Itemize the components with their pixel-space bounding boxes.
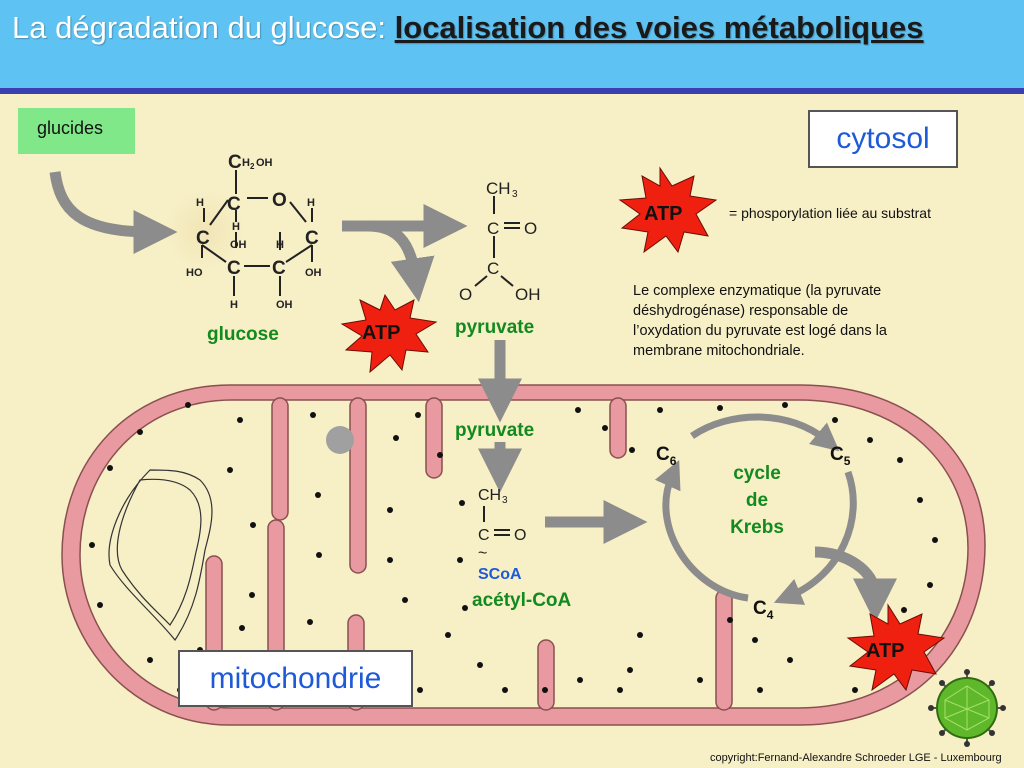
- cytosol-box: cytosol: [808, 110, 958, 168]
- c4-label: C4: [753, 598, 773, 622]
- c6-label: C6: [656, 444, 676, 468]
- mitochondrie-box: mitochondrie: [178, 650, 413, 707]
- svg-text:C: C: [478, 527, 490, 544]
- svg-text:3: 3: [512, 189, 518, 200]
- atp-star-icon: [340, 293, 438, 374]
- granule: [326, 426, 354, 454]
- mitochondrion-matrix: [79, 399, 969, 709]
- c6-letter: C: [656, 444, 670, 465]
- mitochondrial-dna: [108, 469, 213, 642]
- svg-text:3: 3: [502, 495, 508, 506]
- c5-label: C5: [830, 444, 850, 468]
- title-part2: localisation des voies métaboliques: [394, 10, 924, 45]
- svg-text:O: O: [524, 219, 537, 238]
- svg-text:CH: CH: [478, 487, 501, 504]
- krebs-arc-right: [773, 470, 857, 605]
- c5-letter: C: [830, 444, 844, 465]
- pyruvate-mito-label: pyruvate: [455, 420, 535, 441]
- svg-text:C: C: [227, 194, 241, 215]
- arrow-to-atp-glycolysis: [367, 220, 435, 303]
- enzyme-note: Le complexe enzymatique (la pyruvate dés…: [633, 281, 963, 361]
- svg-text:HO: HO: [186, 267, 203, 279]
- arrow-krebs-to-atp: [814, 546, 897, 623]
- pathway-arrows: [49, 171, 897, 623]
- svg-text:OH: OH: [256, 157, 273, 169]
- enzyme-note-line-4: membrane mitochondriale.: [633, 343, 805, 359]
- enzyme-note-line-1: Le complexe enzymatique (la pyruvate: [633, 283, 882, 299]
- svg-text:C: C: [228, 152, 242, 173]
- krebs-cycle-label: cycle de Krebs: [722, 460, 792, 541]
- svg-text:O: O: [459, 285, 472, 304]
- svg-text:O: O: [272, 190, 287, 211]
- enzyme-note-line-3: l’oxydation du pyruvate est logé dans la: [633, 323, 887, 339]
- atp-label-glycolysis: ATP: [362, 322, 401, 344]
- svg-text:H: H: [276, 239, 284, 251]
- c6-subscript: 6: [669, 453, 677, 468]
- svg-text:H: H: [230, 299, 238, 311]
- svg-text:H: H: [232, 221, 240, 233]
- svg-text:H: H: [242, 157, 250, 169]
- atp-star-icon: [618, 166, 718, 254]
- atp-label-krebs: ATP: [866, 640, 905, 662]
- acetyl-coa-bonds: [483, 506, 510, 536]
- pyruvate-structure-bonds: [474, 196, 520, 287]
- svg-text:H: H: [196, 197, 204, 209]
- title-bar: La dégradation du glucose: localisation …: [0, 0, 1024, 94]
- glucides-box: glucides: [18, 108, 135, 154]
- svg-text:O: O: [514, 527, 526, 544]
- svg-text:OH: OH: [230, 239, 247, 251]
- c5-subscript: 5: [843, 453, 851, 468]
- svg-text:C: C: [487, 259, 499, 278]
- krebs-cycle-ring: [654, 413, 857, 605]
- cristae: [205, 397, 733, 711]
- atp-legend-text: = phosporylation liée au substrat: [729, 205, 931, 221]
- title-part1: La dégradation du glucose:: [12, 10, 395, 45]
- svg-text:C: C: [305, 228, 319, 249]
- svg-text:OH: OH: [305, 267, 322, 279]
- acetyl-coa-label: acétyl-CoA: [472, 590, 572, 611]
- krebs-line-de: de: [745, 490, 769, 511]
- cytosol-label: cytosol: [836, 122, 930, 155]
- slide-title: La dégradation du glucose: localisation …: [12, 8, 1012, 48]
- glucides-label: glucides: [37, 118, 104, 138]
- mitochondrie-label: mitochondrie: [209, 662, 382, 695]
- c4-subscript: 4: [766, 607, 774, 622]
- svg-text:C: C: [196, 228, 210, 249]
- pyruvate-cytosol-label: pyruvate: [455, 317, 535, 338]
- svg-text:H: H: [307, 197, 315, 209]
- svg-text:C: C: [227, 258, 241, 279]
- svg-text:OH: OH: [276, 299, 293, 311]
- svg-text:CH: CH: [486, 179, 511, 198]
- glucose-label: glucose: [207, 324, 279, 345]
- virus-icon: [928, 669, 1006, 747]
- svg-text:2: 2: [250, 162, 255, 171]
- arrow-glucides-to-glucose: [49, 171, 178, 254]
- atp-star-icon: [846, 603, 946, 692]
- krebs-line-krebs: Krebs: [730, 517, 784, 538]
- mitochondrion: [61, 384, 986, 726]
- krebs-line-cycle: cycle: [733, 463, 781, 484]
- glucose-structure-bonds: [201, 170, 313, 296]
- svg-text:C: C: [487, 219, 499, 238]
- atp-label-legend: ATP: [644, 203, 683, 225]
- svg-text:OH: OH: [515, 285, 541, 304]
- krebs-arc-left: [654, 460, 749, 602]
- scoa-label: SCoA: [478, 566, 522, 583]
- krebs-arc-top: [690, 413, 840, 452]
- svg-text:~: ~: [478, 545, 487, 562]
- enzyme-note-line-2: déshydrogénase) responsable de: [633, 303, 849, 319]
- copyright-text: copyright:Fernand-Alexandre Schroeder LG…: [710, 752, 1002, 764]
- svg-text:C: C: [272, 258, 286, 279]
- c4-letter: C: [753, 598, 767, 619]
